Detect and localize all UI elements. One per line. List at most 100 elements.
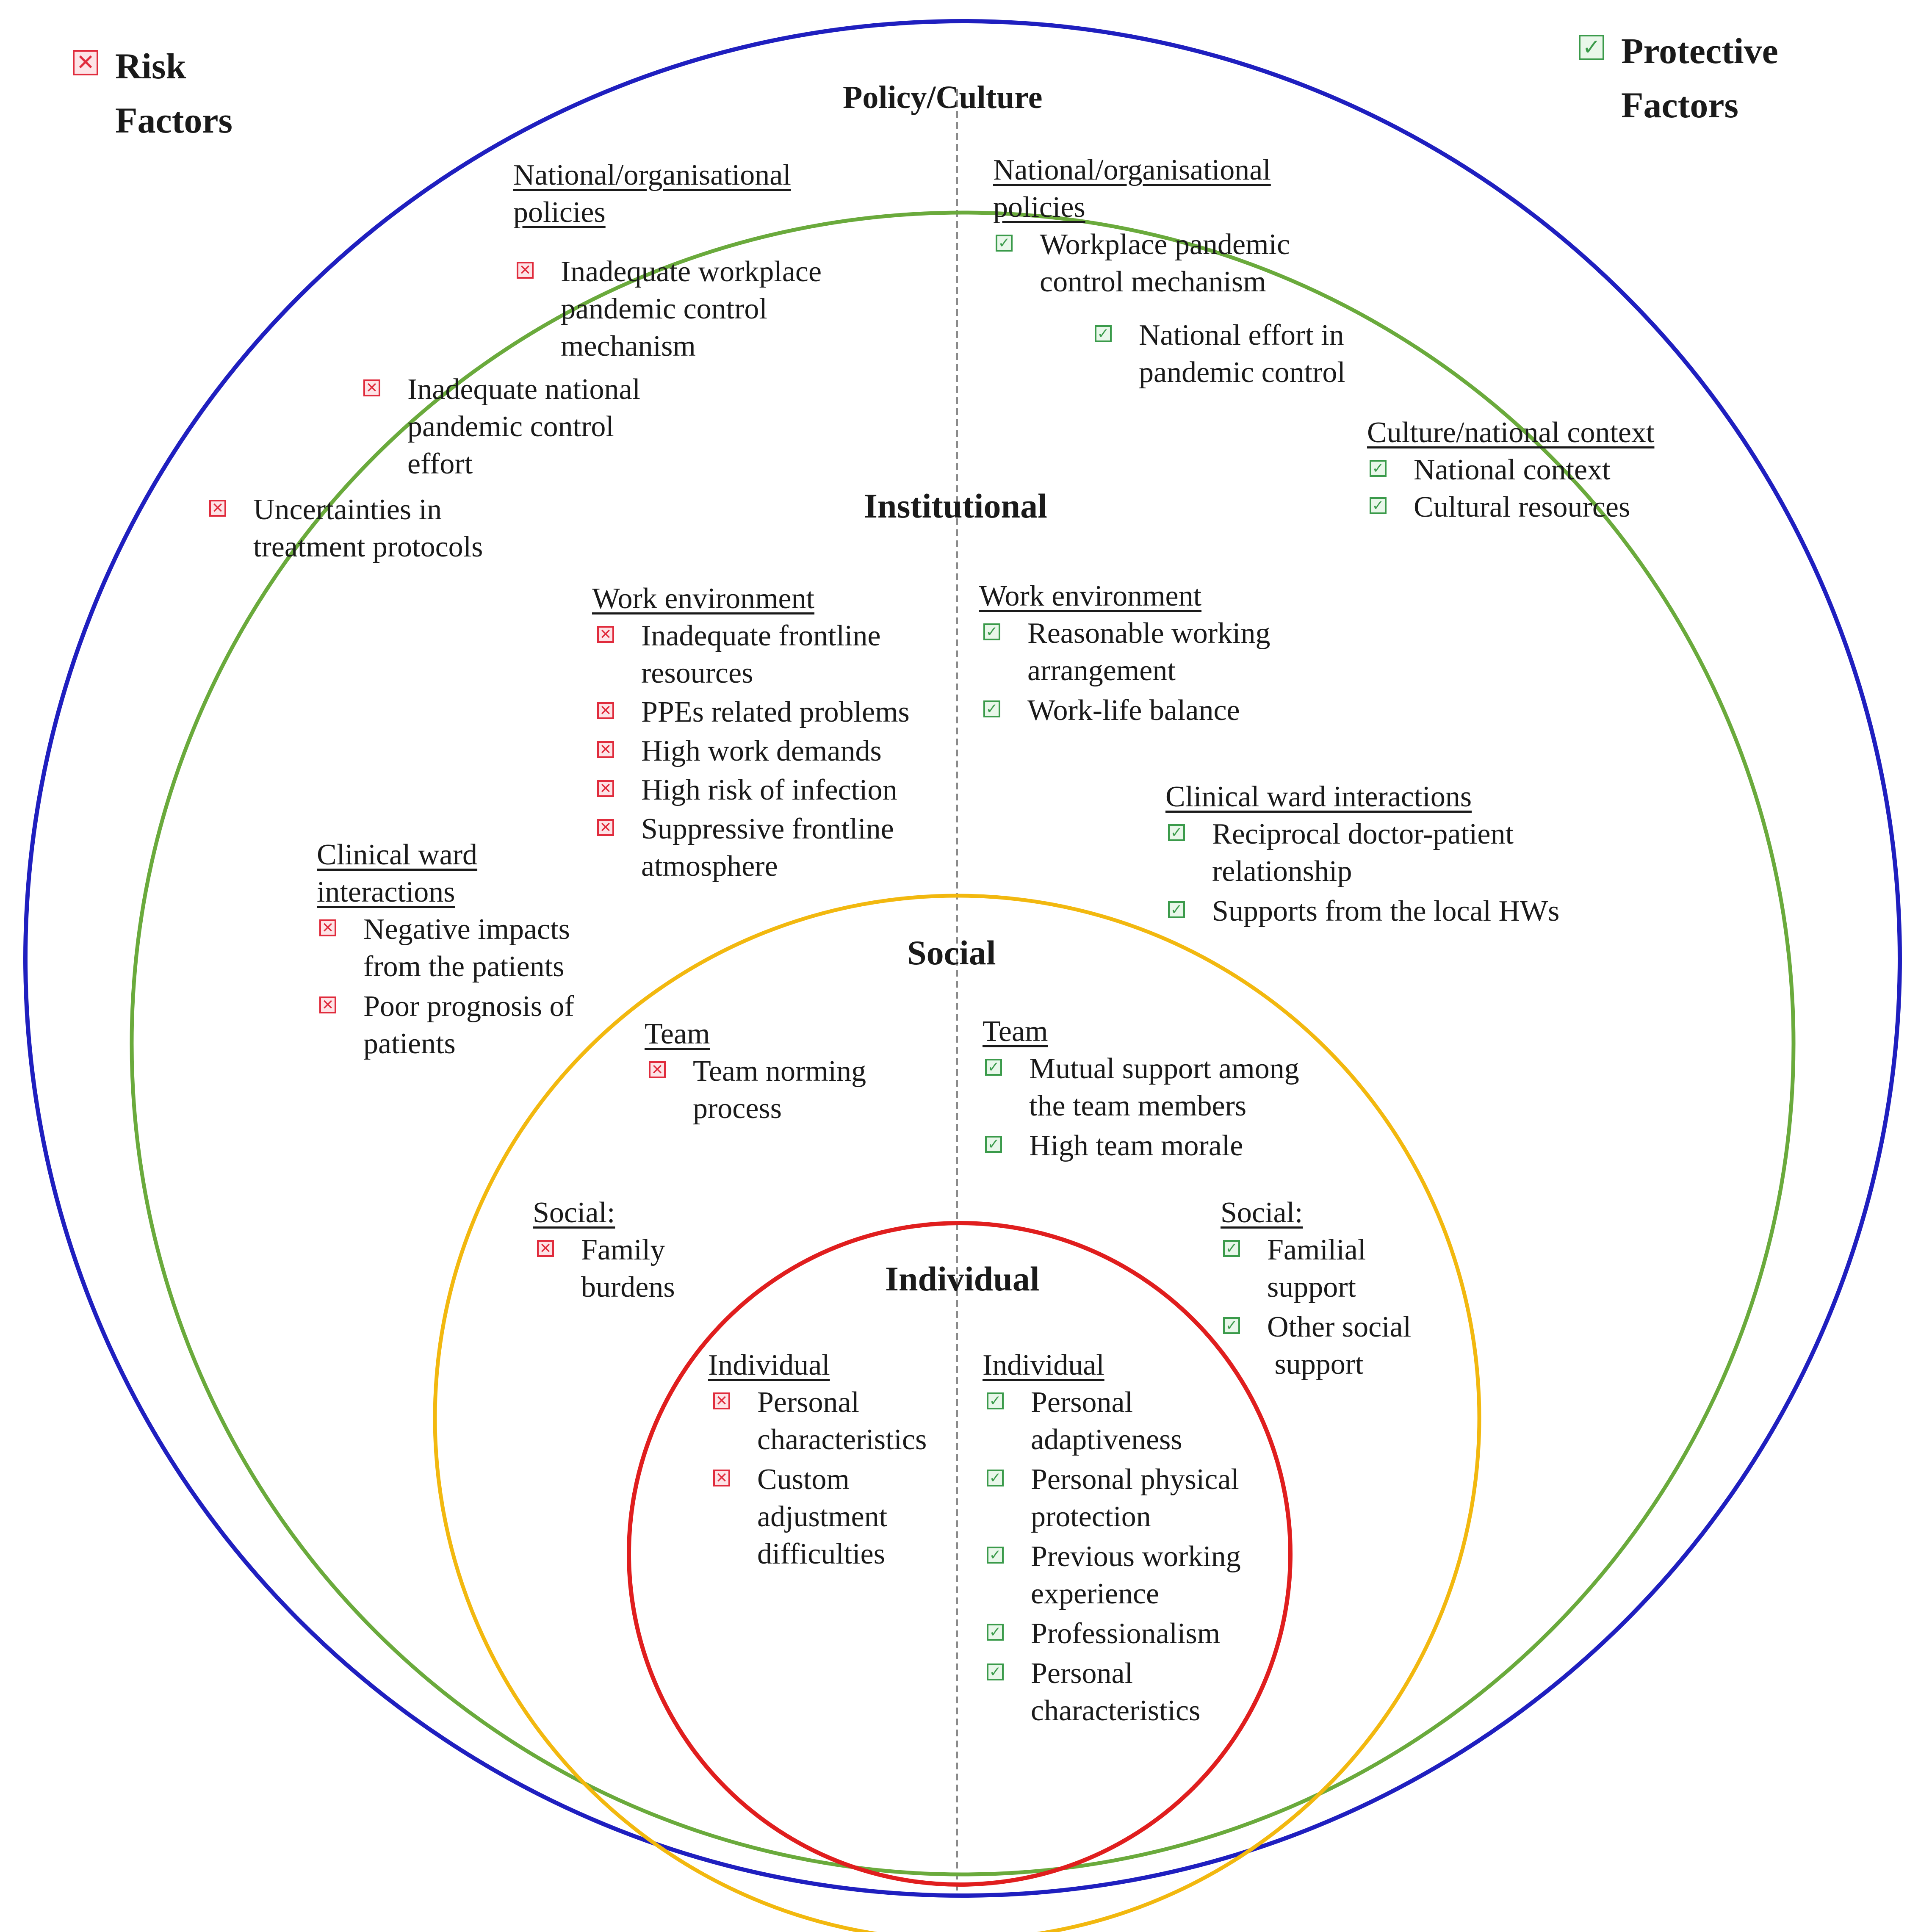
check-box-icon: ✓	[987, 1392, 1004, 1409]
x-box-icon: ✕	[597, 819, 614, 836]
x-box-icon: ✕	[319, 996, 336, 1013]
risk-team: Team ✕ Team norming process	[645, 1016, 866, 1127]
item-line: adaptiveness	[1031, 1423, 1182, 1456]
x-box-icon: ✕	[597, 702, 614, 719]
heading-line: Clinical ward	[317, 839, 478, 871]
check-box-icon: ✓	[1095, 325, 1112, 342]
check-box-icon: ✓	[1223, 1240, 1240, 1257]
item-line: High risk of infection	[641, 774, 897, 806]
risk-social: Social: ✕ Family burdens	[533, 1194, 675, 1306]
heading-line: Individual	[708, 1349, 830, 1381]
heading-line: Clinical ward interactions	[1165, 781, 1472, 813]
item-line: characteristics	[757, 1423, 927, 1456]
risk-legend: ✕ Risk Factors	[73, 39, 233, 147]
check-box-icon: ✓	[996, 235, 1013, 252]
item-line: mechanism	[561, 330, 696, 363]
x-box-icon: ✕	[597, 741, 614, 758]
protective-policy: National/organisational policies ✓ Workp…	[993, 152, 1290, 301]
item-line: National context	[1414, 454, 1611, 486]
level-title-policy-culture: Policy/Culture	[843, 80, 1043, 115]
protective-social: Social: ✓ Familial support ✓ Other socia…	[1221, 1194, 1411, 1383]
item-line: Mutual support among	[1029, 1052, 1299, 1085]
protective-clinical-ward: Clinical ward interactions ✓ Reciprocal …	[1165, 778, 1559, 930]
item-line: Team norming	[693, 1055, 866, 1088]
item-line: Supports from the local HWs	[1212, 895, 1560, 927]
check-box-icon: ✓	[985, 1059, 1002, 1076]
item-line: Family	[581, 1234, 665, 1266]
item-line: the team members	[1029, 1090, 1247, 1122]
item-line: High work demands	[641, 735, 882, 767]
x-box-icon: ✕	[649, 1061, 666, 1078]
heading-line: policies	[513, 196, 606, 229]
check-box-icon: ✓	[985, 1136, 1002, 1153]
item-line: effort	[407, 448, 473, 480]
check-box-icon: ✓	[987, 1664, 1004, 1680]
item-line: characteristics	[1031, 1694, 1201, 1727]
x-box-icon: ✕	[713, 1470, 730, 1486]
item-line: resources	[641, 657, 753, 689]
policy-culture-ring	[23, 19, 1902, 1898]
x-box-icon: ✕	[537, 1240, 554, 1257]
item-line: Familial	[1267, 1234, 1366, 1266]
protective-item-national-effort: ✓ National effort in pandemic control	[1095, 317, 1345, 391]
check-box-icon: ✓	[1370, 497, 1387, 514]
protective-culture: Culture/national context ✓ National cont…	[1367, 414, 1654, 526]
check-box-icon: ✓	[987, 1470, 1004, 1486]
item-line: pandemic control	[407, 410, 614, 443]
item-line: experience	[1031, 1578, 1160, 1610]
x-box-icon: ✕	[73, 50, 98, 75]
item-line: support	[1267, 1271, 1356, 1304]
item-line: Inadequate national	[407, 373, 641, 406]
item-line: from the patients	[363, 950, 565, 983]
protective-legend-label: Protective	[1621, 30, 1778, 71]
risk-item-national-control: ✕ Inadequate national pandemic control e…	[363, 371, 640, 483]
x-box-icon: ✕	[319, 919, 336, 936]
x-box-icon: ✕	[209, 500, 226, 517]
protective-legend: ✓ Protective Factors	[1579, 24, 1778, 132]
item-line: treatment protocols	[253, 531, 483, 563]
x-box-icon: ✕	[517, 262, 534, 279]
x-box-icon: ✕	[597, 626, 614, 643]
item-line: Workplace pandemic	[1040, 228, 1290, 261]
item-line: control mechanism	[1040, 266, 1266, 298]
item-line: support	[1267, 1348, 1364, 1381]
heading-line: Culture/national context	[1367, 416, 1655, 449]
risk-legend-label: Risk	[115, 46, 186, 86]
protective-team: Team ✓ Mutual support among the team mem…	[983, 1013, 1299, 1165]
x-box-icon: ✕	[713, 1392, 730, 1409]
item-line: burdens	[581, 1271, 675, 1304]
item-line: National effort in	[1139, 319, 1344, 352]
risk-work-environment: Work environment ✕ Inadequate frontline …	[592, 580, 910, 885]
heading-line: Individual	[983, 1349, 1104, 1381]
check-box-icon: ✓	[1579, 35, 1604, 60]
risk-item-workplace-control: ✕ Inadequate workplace pandemic control …	[517, 253, 822, 365]
item-line: Negative impacts	[363, 913, 570, 946]
item-line: Work-life balance	[1027, 694, 1240, 727]
item-line: High team morale	[1029, 1129, 1243, 1162]
item-line: Reciprocal doctor-patient	[1212, 818, 1514, 850]
item-line: Poor prognosis of	[363, 990, 574, 1023]
risk-individual: Individual ✕ Personal characteristics ✕ …	[708, 1347, 927, 1573]
item-line: Inadequate workplace	[561, 255, 822, 288]
check-box-icon: ✓	[983, 700, 1000, 717]
check-box-icon: ✓	[1168, 824, 1185, 841]
check-box-icon: ✓	[1370, 460, 1387, 477]
heading-line: Social:	[533, 1196, 615, 1229]
item-line: Previous working	[1031, 1540, 1241, 1573]
x-box-icon: ✕	[363, 379, 380, 396]
check-box-icon: ✓	[987, 1547, 1004, 1564]
check-box-icon: ✓	[983, 623, 1000, 640]
individual-ring	[627, 1221, 1293, 1887]
level-title-individual: Individual	[885, 1259, 1040, 1298]
check-box-icon: ✓	[987, 1624, 1004, 1641]
heading-line: Team	[983, 1015, 1048, 1048]
heading-line: Work environment	[592, 582, 815, 615]
item-line: protection	[1031, 1500, 1151, 1533]
heading-line: National/organisational	[993, 154, 1271, 186]
risk-item-treatment-protocols: ✕ Uncertainties in treatment protocols	[209, 491, 483, 566]
protective-individual: Individual ✓ Personal adaptiveness ✓ Per…	[983, 1347, 1241, 1730]
item-line: Other social	[1267, 1311, 1412, 1343]
institutional-ring	[130, 210, 1796, 1877]
heading-line: Work environment	[979, 580, 1202, 612]
